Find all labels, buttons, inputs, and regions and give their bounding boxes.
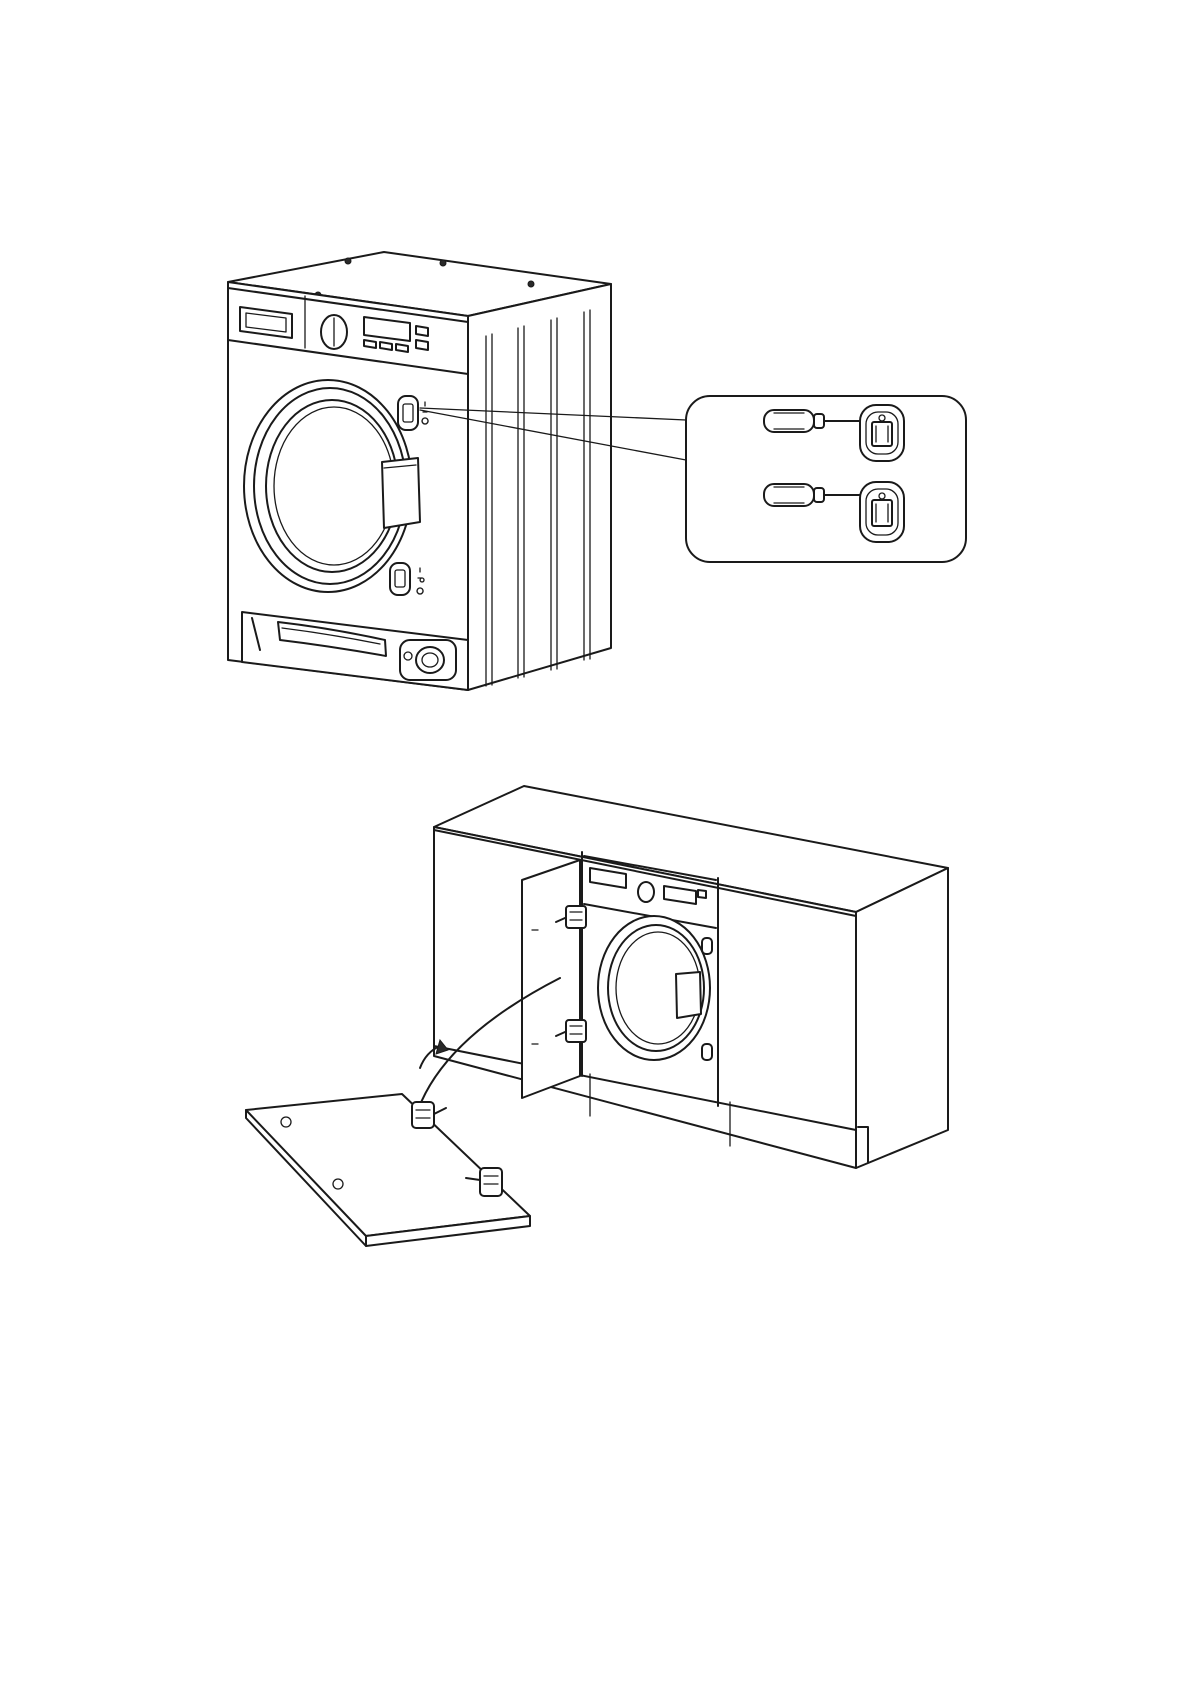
- magnified-callout: [686, 396, 966, 562]
- loose-cabinet-door: [246, 1094, 530, 1246]
- cabinet-side: [856, 868, 948, 1168]
- top-screw: [440, 260, 446, 266]
- cabinet-figure: [246, 786, 948, 1246]
- top-screw: [345, 258, 351, 264]
- washing-machine-figure: [228, 252, 966, 690]
- door-handle: [382, 458, 420, 528]
- program-knob: [321, 315, 347, 349]
- open-cabinet-door: [522, 860, 586, 1098]
- hinge-plug-icon: [860, 405, 904, 461]
- top-screw: [528, 281, 534, 287]
- hinge-icon: [412, 1102, 446, 1128]
- hinge-plug-icon: [860, 482, 904, 542]
